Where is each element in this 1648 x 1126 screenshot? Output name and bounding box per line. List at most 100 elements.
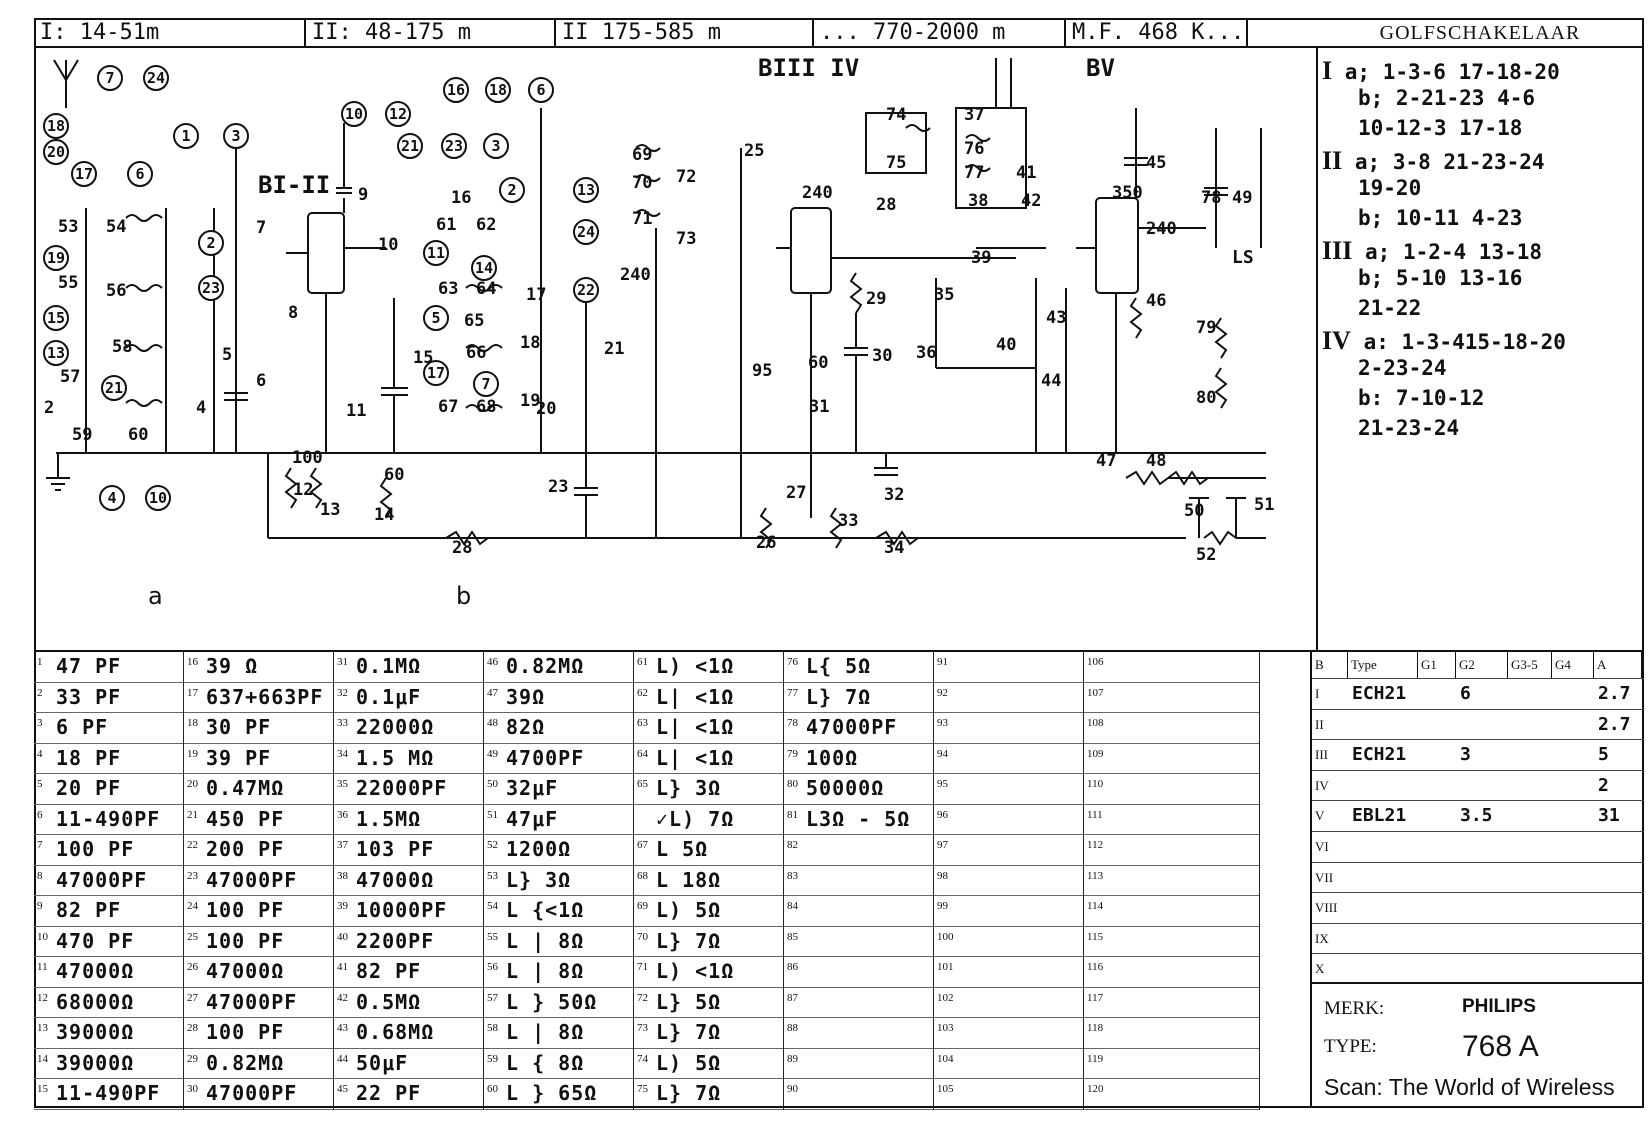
svg-text:34: 34	[884, 538, 904, 558]
svg-text:13: 13	[320, 500, 340, 520]
component-number: 86	[787, 961, 798, 973]
svg-text:10: 10	[378, 235, 398, 255]
component-value: 18 PF	[56, 745, 122, 770]
component-number: 110	[1087, 778, 1104, 790]
component-value: L{ 5Ω	[806, 654, 872, 678]
svg-text:28: 28	[452, 538, 472, 558]
component-number: 73	[637, 1022, 648, 1034]
component-value: 30 PF	[206, 715, 272, 739]
tube-roman: IV	[1315, 777, 1329, 793]
svg-text:73: 73	[676, 229, 696, 249]
component-number: 37	[337, 839, 348, 851]
svg-text:62: 62	[476, 215, 496, 235]
tube-a: 2.7	[1598, 683, 1631, 704]
svg-text:22: 22	[577, 281, 595, 299]
component-value: 0.5MΩ	[356, 989, 422, 1014]
component-row: 84	[784, 896, 933, 927]
switch-line: 21-23-24	[1358, 416, 1459, 440]
band-1: I: 14-51m	[34, 18, 306, 48]
svg-text:20: 20	[47, 143, 65, 161]
component-number: 119	[1087, 1052, 1104, 1065]
component-number: 69	[637, 900, 648, 912]
component-number: 83	[787, 869, 798, 882]
component-number: 15	[37, 1083, 48, 1095]
tube-g2: 3	[1460, 744, 1471, 766]
component-value: L} 3Ω	[506, 867, 572, 892]
component-row: 89	[784, 1049, 933, 1079]
svg-text:67: 67	[438, 397, 458, 417]
svg-text:2: 2	[206, 234, 215, 252]
component-row: 6 11-490PF	[34, 805, 183, 835]
svg-text:15: 15	[47, 309, 65, 327]
svg-text:16: 16	[451, 188, 471, 208]
component-number: 20	[187, 778, 198, 790]
component-row: 100	[934, 927, 1083, 957]
component-number: 76	[787, 656, 798, 668]
svg-text:18: 18	[489, 81, 507, 99]
component-value: 47000PF	[56, 867, 148, 892]
component-row: 116	[1084, 957, 1259, 988]
component-value: 0.47MΩ	[206, 776, 285, 800]
component-value: 100Ω	[806, 745, 859, 770]
component-number: 42	[337, 991, 348, 1004]
component-value: 39 Ω	[206, 654, 259, 678]
component-row: 20 0.47MΩ	[184, 774, 333, 805]
component-value: 6 PF	[56, 715, 109, 739]
tube-roman: I	[1315, 686, 1320, 701]
component-value: L } 65Ω	[506, 1081, 598, 1105]
svg-text:23: 23	[548, 477, 568, 497]
component-number: 77	[787, 686, 798, 699]
component-row: 115	[1084, 927, 1259, 957]
svg-text:49: 49	[1232, 188, 1252, 208]
svg-text:57: 57	[60, 367, 80, 387]
component-number: 19	[187, 747, 198, 760]
svg-text:13: 13	[577, 181, 595, 199]
component-value: 39 PF	[206, 745, 272, 770]
component-number: 71	[637, 961, 648, 973]
component-row: 108	[1084, 713, 1259, 744]
component-row: 83	[784, 866, 933, 896]
svg-text:2: 2	[44, 398, 54, 418]
tube-header: G1	[1418, 652, 1456, 678]
svg-text:7: 7	[256, 218, 266, 238]
component-number: 113	[1087, 869, 1104, 882]
component-number: 117	[1087, 991, 1104, 1004]
tube-a: 2.7	[1598, 713, 1631, 735]
component-number: 6	[37, 808, 43, 821]
svg-text:15: 15	[413, 348, 433, 368]
svg-text:42: 42	[1021, 191, 1041, 211]
component-value: 2200PF	[356, 928, 435, 953]
tube-header: G2	[1456, 652, 1508, 678]
svg-text:10: 10	[149, 489, 167, 507]
switch-connections: b; 10-11 4-23	[1358, 206, 1523, 230]
component-value: 11-490PF	[56, 806, 161, 831]
tube-header: G3-5	[1508, 652, 1552, 678]
svg-text:45: 45	[1146, 153, 1166, 173]
component-number: 44	[337, 1052, 348, 1065]
component-number: 65	[637, 778, 648, 790]
component-value: 450 PF	[206, 806, 285, 831]
component-number: 17	[187, 686, 198, 699]
switch-connections: a; 1-2-4 13-18	[1365, 240, 1543, 264]
switch-line: b: 7-10-12	[1358, 386, 1484, 410]
component-number: 100	[937, 930, 954, 943]
band-4: ... 770-2000 m	[814, 18, 1066, 48]
svg-text:33: 33	[838, 511, 858, 531]
component-row: 88	[784, 1018, 933, 1049]
component-number: 38	[337, 869, 348, 882]
svg-text:27: 27	[786, 483, 806, 503]
component-number: 98	[937, 869, 948, 882]
component-value: L | 8Ω	[506, 1020, 585, 1044]
component-row: 104	[934, 1049, 1083, 1079]
svg-text:17: 17	[526, 285, 546, 305]
